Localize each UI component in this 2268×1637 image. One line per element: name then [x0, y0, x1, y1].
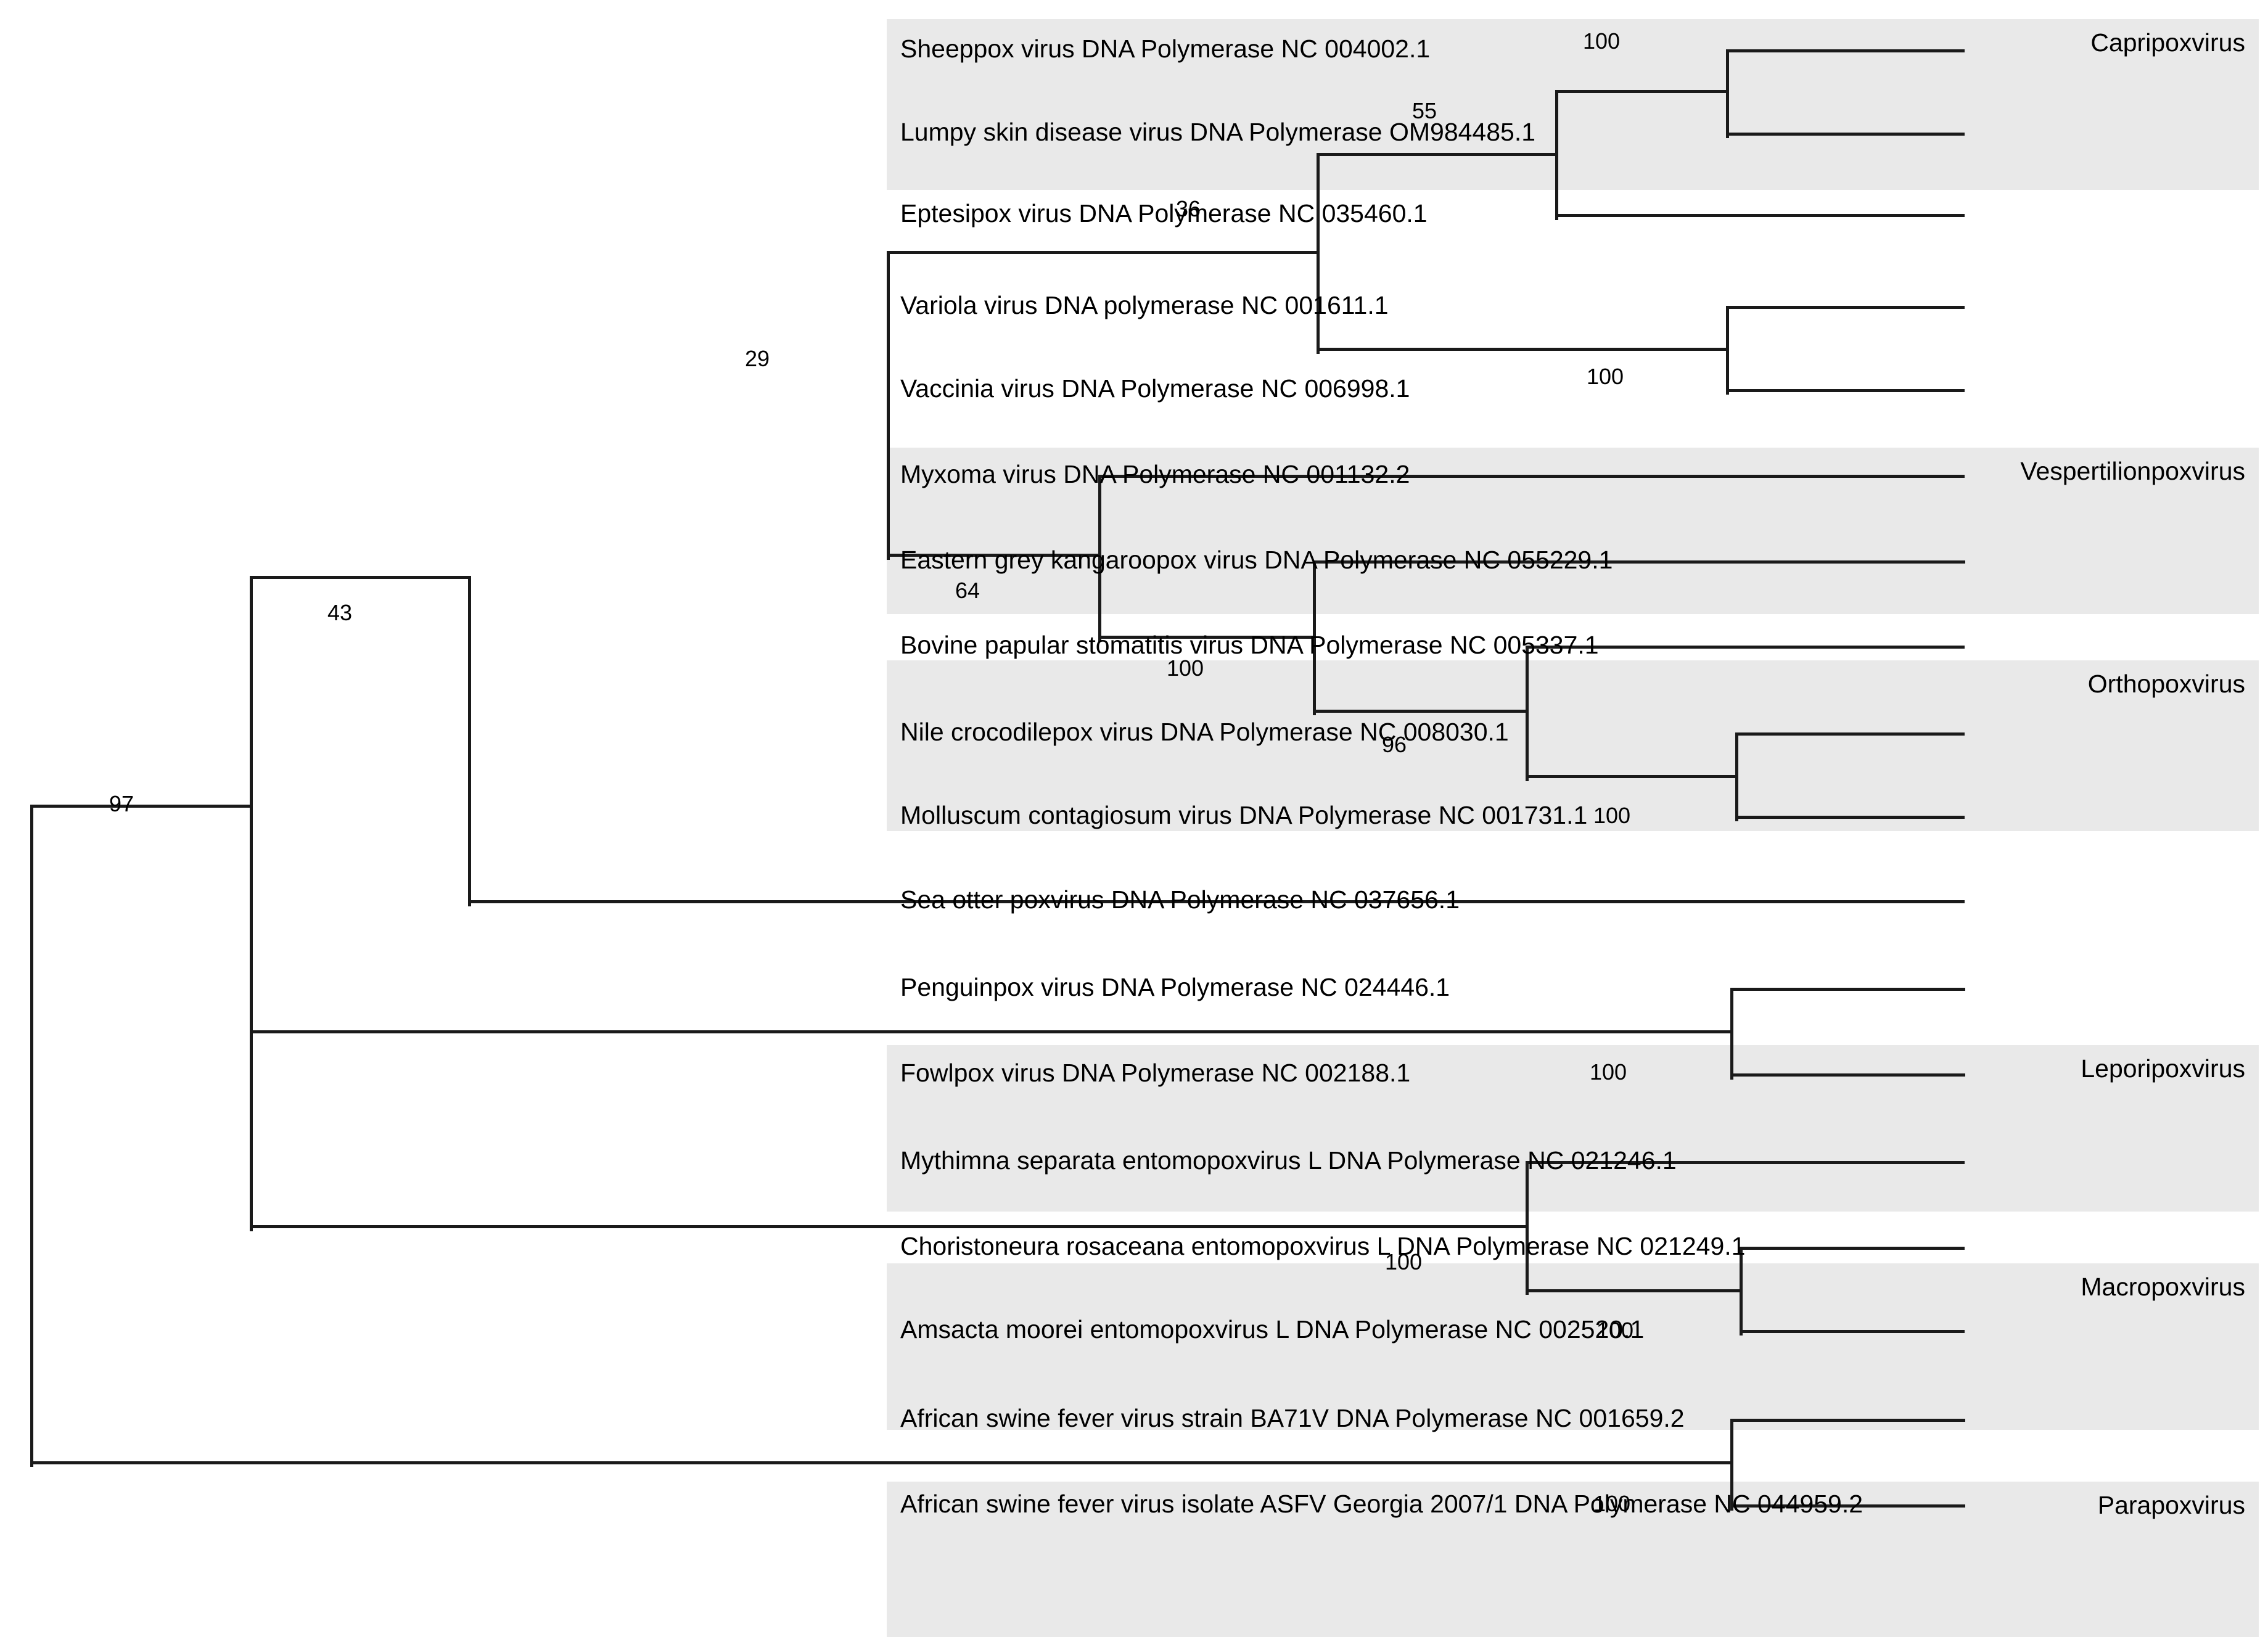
hb-choris-amsacta-stem: [1526, 1289, 1743, 1292]
hb-fowlpox: [1730, 1073, 1965, 1077]
vb-mythimna-pair: [1526, 1161, 1529, 1295]
vb-nile-molluscum: [1735, 732, 1738, 821]
taxon-label-eastern-grey-kangaroopox: Eastern grey kangaroopox virus DNA Polym…: [900, 546, 1613, 574]
vb-variola-vaccinia: [1726, 306, 1729, 395]
hb-ortho-stem: [1317, 348, 1728, 351]
vb-core-avipox: [250, 576, 253, 1231]
hb-poxcore-stem: [30, 805, 253, 808]
taxon-label-asfv-georgia: African swine fever virus isolate ASFV G…: [900, 1490, 1863, 1518]
boot-nile-molluscum: 100: [1593, 803, 1631, 828]
genus-label-macropoxvirus: Macropoxvirus: [2081, 1273, 2245, 1301]
taxon-label-myxoma: Myxoma virus DNA Polymerase NC 001132.2: [900, 460, 1410, 488]
hb-kangaroopox: [1313, 560, 1965, 564]
boot-capri-vesper-clade: 36: [1176, 196, 1201, 221]
boot-penguin-fowlpox: 100: [1590, 1059, 1627, 1085]
taxon-label-sheeppox: Sheeppox virus DNA Polymerase NC 004002.…: [900, 35, 1431, 63]
hb-choristoneura: [1740, 1247, 1965, 1250]
vb-choris-amsacta: [1740, 1247, 1743, 1335]
genus-label-capripoxvirus: Capripoxvirus: [2090, 28, 2245, 57]
leporipoxvirus-band: [887, 1045, 2259, 1212]
vb-root: [30, 805, 33, 1467]
hb-lsdv: [1726, 133, 1965, 136]
hb-bovine: [1526, 646, 1965, 649]
hb-lepori-stem: [887, 554, 1101, 557]
hb-penguinpox: [1730, 988, 1965, 991]
hb-eptesipox: [1555, 214, 1965, 217]
hb-mythimna: [1526, 1161, 1965, 1164]
taxon-label-lumpy-skin-disease: Lumpy skin disease virus DNA Polymerase …: [900, 118, 1536, 146]
taxon-label-bovine-papular-stomatitis: Bovine papular stomatitis virus DNA Poly…: [900, 631, 1599, 659]
taxon-label-vaccinia: Vaccinia virus DNA Polymerase NC 006998.…: [900, 374, 1410, 403]
boot-capripox-clade: 55: [1412, 98, 1437, 123]
parapoxvirus-band: [887, 1482, 2259, 1637]
boot-chordopox-clade: 43: [327, 600, 353, 625]
vb-para-coco: [1526, 646, 1529, 781]
hb-amsacta: [1740, 1330, 1965, 1333]
boot-sheeppox-lsdv: 100: [1583, 28, 1621, 54]
hb-capri-vesper: [1317, 153, 1558, 156]
hb-upper-clade: [887, 251, 1319, 254]
boot-variola-vaccinia: 100: [1587, 364, 1624, 389]
hb-vaccinia: [1726, 389, 1965, 392]
genus-label-parapoxvirus: Parapoxvirus: [2097, 1491, 2245, 1519]
taxon-label-nile-crocodilepox: Nile crocodilepox virus DNA Polymerase N…: [900, 718, 1509, 746]
taxon-label-eptesipox: Eptesipox virus DNA Polymerase NC 035460…: [900, 199, 1428, 228]
taxon-label-sea-otter-poxvirus: Sea otter poxvirus DNA Polymerase NC 037…: [900, 885, 1460, 914]
genus-label-leporipoxvirus: Leporipoxvirus: [2081, 1054, 2245, 1083]
boot-choristoneura-amsacta: 100: [1596, 1318, 1634, 1343]
vb-lepori-macro: [1098, 475, 1101, 642]
boot-pox-core: 97: [109, 791, 134, 816]
hb-asfv-georgia: [1730, 1504, 1965, 1508]
boot-asfv-pair: 100: [1593, 1491, 1631, 1516]
hb-asfv-ba71v: [1730, 1419, 1965, 1422]
hb-para-coco-stem: [1313, 710, 1529, 713]
hb-sea-otter: [468, 900, 1965, 903]
hb-chordo-stem: [250, 576, 470, 579]
vb-capri-vesper: [1555, 90, 1558, 220]
taxon-label-choristoneura-rosaceana: Choristoneura rosaceana entomopoxvirus L…: [900, 1232, 1746, 1260]
boot-lepori-macro-clade: 64: [955, 578, 980, 603]
hb-variola: [1726, 306, 1965, 309]
boot-para-coco-clade: 96: [1382, 732, 1407, 757]
hb-myxoma: [1098, 475, 1965, 478]
vb-capri-ortho: [1317, 153, 1320, 354]
hb-avipox-stem: [250, 1030, 1733, 1033]
taxon-label-penguinpox: Penguinpox virus DNA Polymerase NC 02444…: [900, 973, 1450, 1001]
taxon-label-mythimna-separata: Mythimna separata entomopoxvirus L DNA P…: [900, 1146, 1677, 1175]
vb-macro-para: [1313, 560, 1316, 715]
vb-upper-lepori: [887, 251, 890, 560]
hb-entomopox-stem: [250, 1225, 1528, 1228]
genus-label-vespertilionpoxvirus: Vespertilionpoxvirus: [2020, 457, 2245, 485]
taxon-label-asfv-ba71v: African swine fever virus strain BA71V D…: [900, 1404, 1685, 1432]
vb-sheeppox-lsdv: [1726, 49, 1729, 138]
vb-chordo-seaotter: [468, 576, 471, 906]
capripoxvirus-band: [887, 19, 2259, 190]
orthopoxvirus-band: [887, 660, 2259, 831]
vb-asfv-pair: [1730, 1419, 1733, 1511]
boot-ortho-clade: 29: [745, 346, 770, 371]
taxon-label-amsacta-moorei: Amsacta moorei entomopoxvirus L DNA Poly…: [900, 1315, 1645, 1344]
genus-label-orthopoxvirus: Orthopoxvirus: [2087, 670, 2245, 698]
boot-entomopox-clade: 100: [1385, 1249, 1423, 1274]
taxon-label-variola: Variola virus DNA polymerase NC 001611.1: [900, 291, 1389, 319]
taxon-label-fowlpox: Fowlpox virus DNA Polymerase NC 002188.1: [900, 1059, 1411, 1087]
vb-penguin-fowlpox: [1730, 988, 1733, 1080]
hb-capripox-stem: [1555, 90, 1728, 93]
hb-macro-para-stem: [1098, 636, 1315, 639]
hb-nile: [1735, 732, 1965, 736]
taxon-label-molluscum-contagiosum: Molluscum contagiosum virus DNA Polymera…: [900, 801, 1588, 829]
hb-molluscum: [1735, 816, 1965, 819]
hb-sheeppox: [1726, 49, 1965, 52]
hb-coco-molus-stem: [1526, 775, 1738, 778]
hb-asfv-stem: [30, 1461, 1733, 1464]
boot-macro-para-clade: 100: [1167, 655, 1204, 681]
